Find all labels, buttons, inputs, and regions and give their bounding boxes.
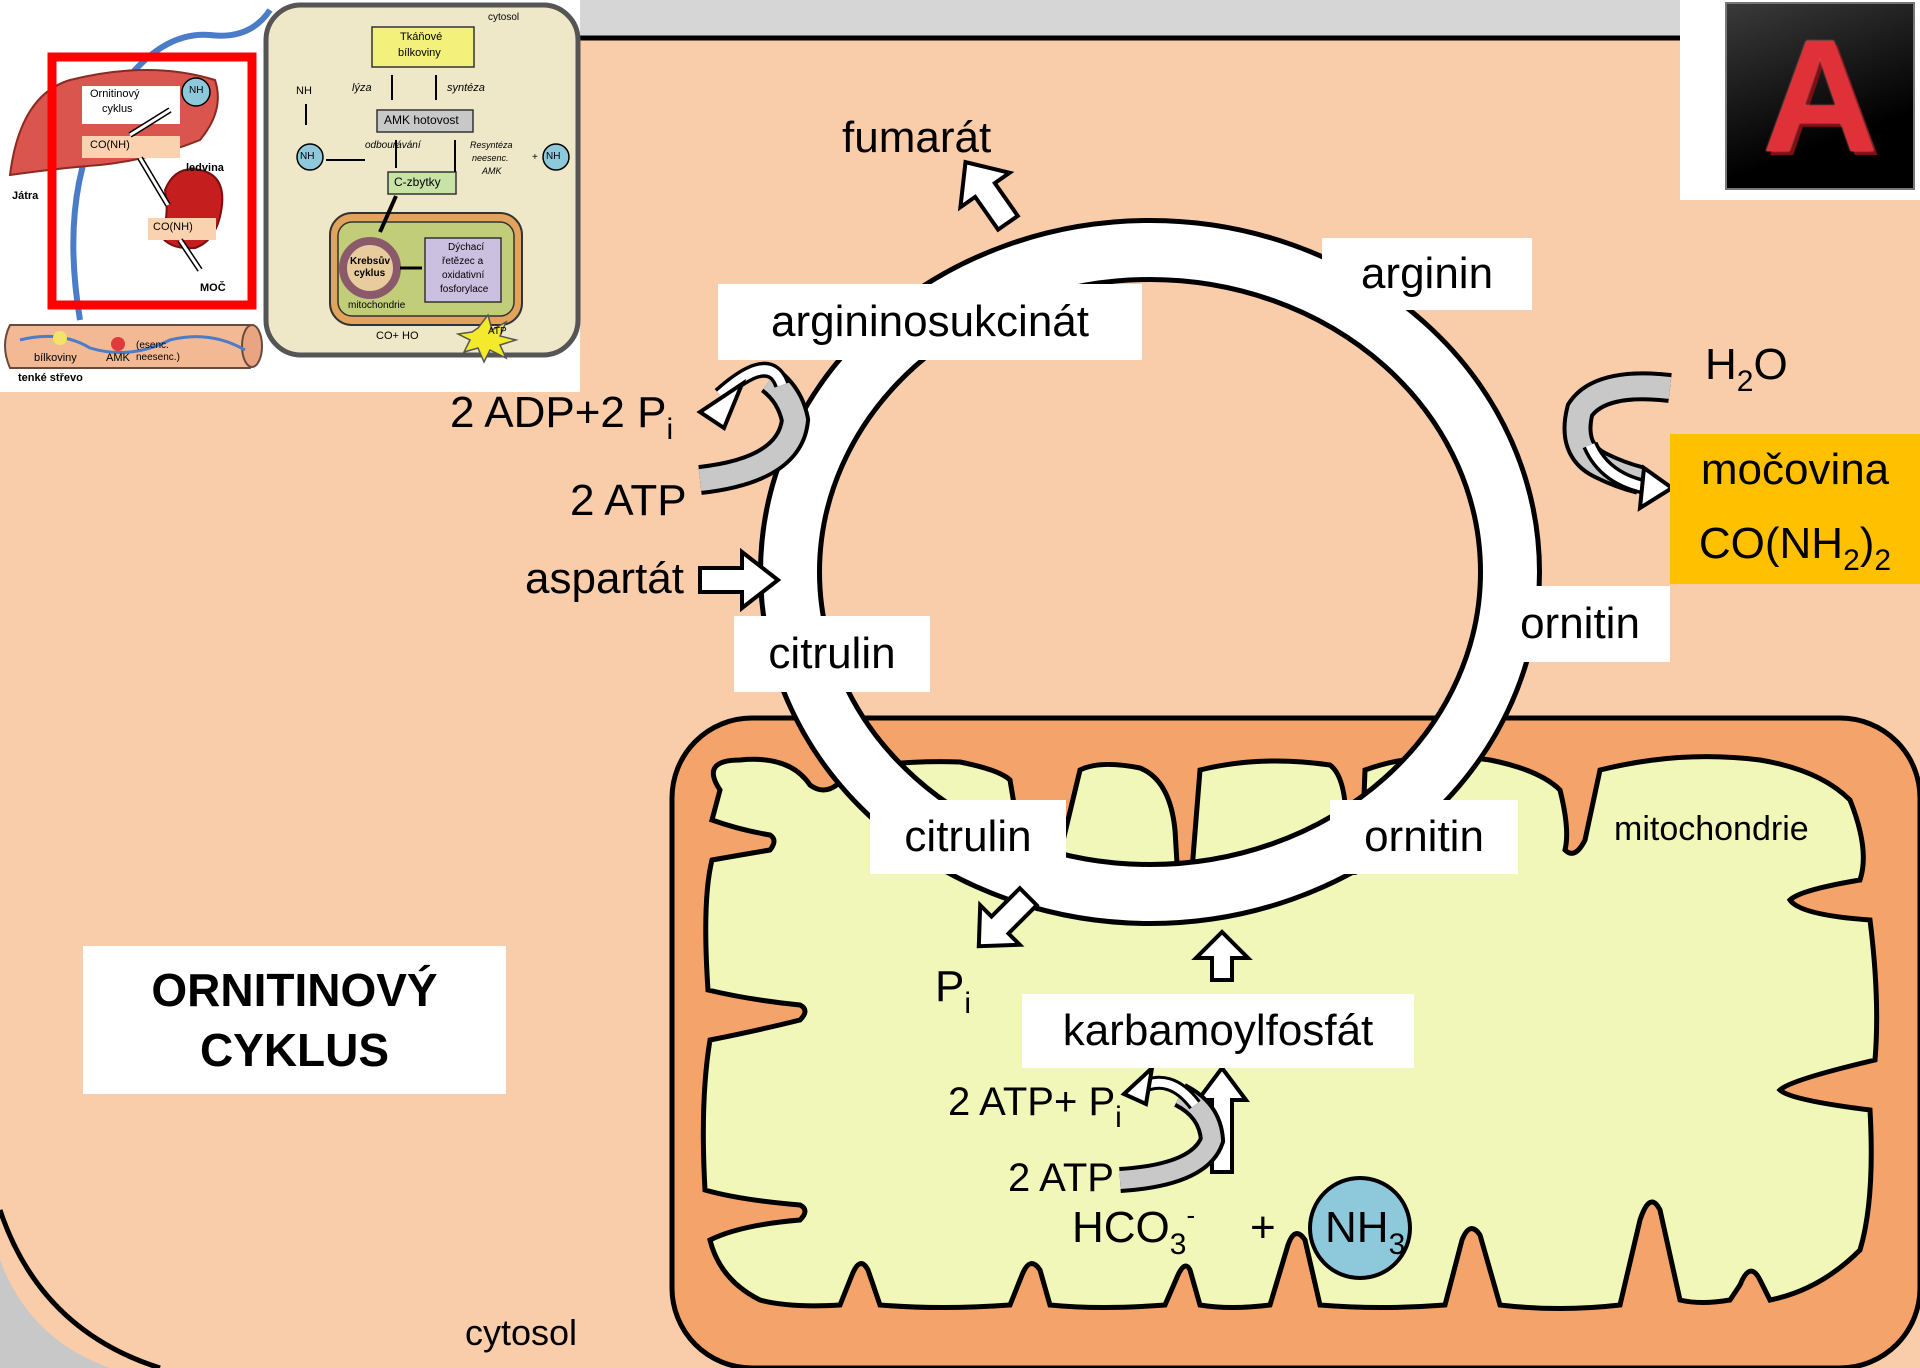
label-ornithine-cytosol: ornitin xyxy=(1490,586,1670,662)
label-nh3: NH3 xyxy=(1325,1203,1405,1253)
label-citrulline-mito: citrulin xyxy=(870,800,1066,874)
urea-box: močovina CO(NH2)2 xyxy=(1670,434,1920,584)
label-arginine: arginin xyxy=(1322,238,1532,310)
label-phosphate: Pi xyxy=(935,962,971,1012)
label-aspartate: aspartát xyxy=(525,554,684,604)
diagram-title: ORNITINOVÝ CYKLUS xyxy=(83,946,506,1094)
label-urea: močovina xyxy=(1701,433,1889,507)
label-ornithine-mito: ornitin xyxy=(1330,800,1518,874)
label-argininosuccinate: argininosukcinát xyxy=(718,284,1142,360)
label-urea-formula: CO(NH2)2 xyxy=(1699,507,1891,586)
label-citrulline-cytosol: citrulin xyxy=(734,616,930,692)
label-hco3: HCO3- xyxy=(1072,1203,1195,1253)
label-plus: + xyxy=(1250,1203,1276,1253)
label-atp: 2 ATP xyxy=(570,476,687,526)
label-atp-pi: 2 ATP+ Pi xyxy=(948,1080,1122,1125)
label-carbamoyl-phosphate: karbamoylfosfát xyxy=(1022,994,1414,1068)
slide-badge-letter: A xyxy=(1762,16,1878,176)
label-adp: 2 ADP+2 Pi xyxy=(450,388,673,438)
slide-badge-tile: A xyxy=(1725,2,1915,190)
label-mitochondria: mitochondrie xyxy=(1614,810,1809,849)
label-fumarate: fumarát xyxy=(842,113,991,163)
label-cytosol: cytosol xyxy=(465,1312,577,1354)
label-atp2: 2 ATP xyxy=(1008,1156,1114,1201)
label-water: H2O xyxy=(1705,340,1788,390)
top-band xyxy=(560,0,1690,38)
